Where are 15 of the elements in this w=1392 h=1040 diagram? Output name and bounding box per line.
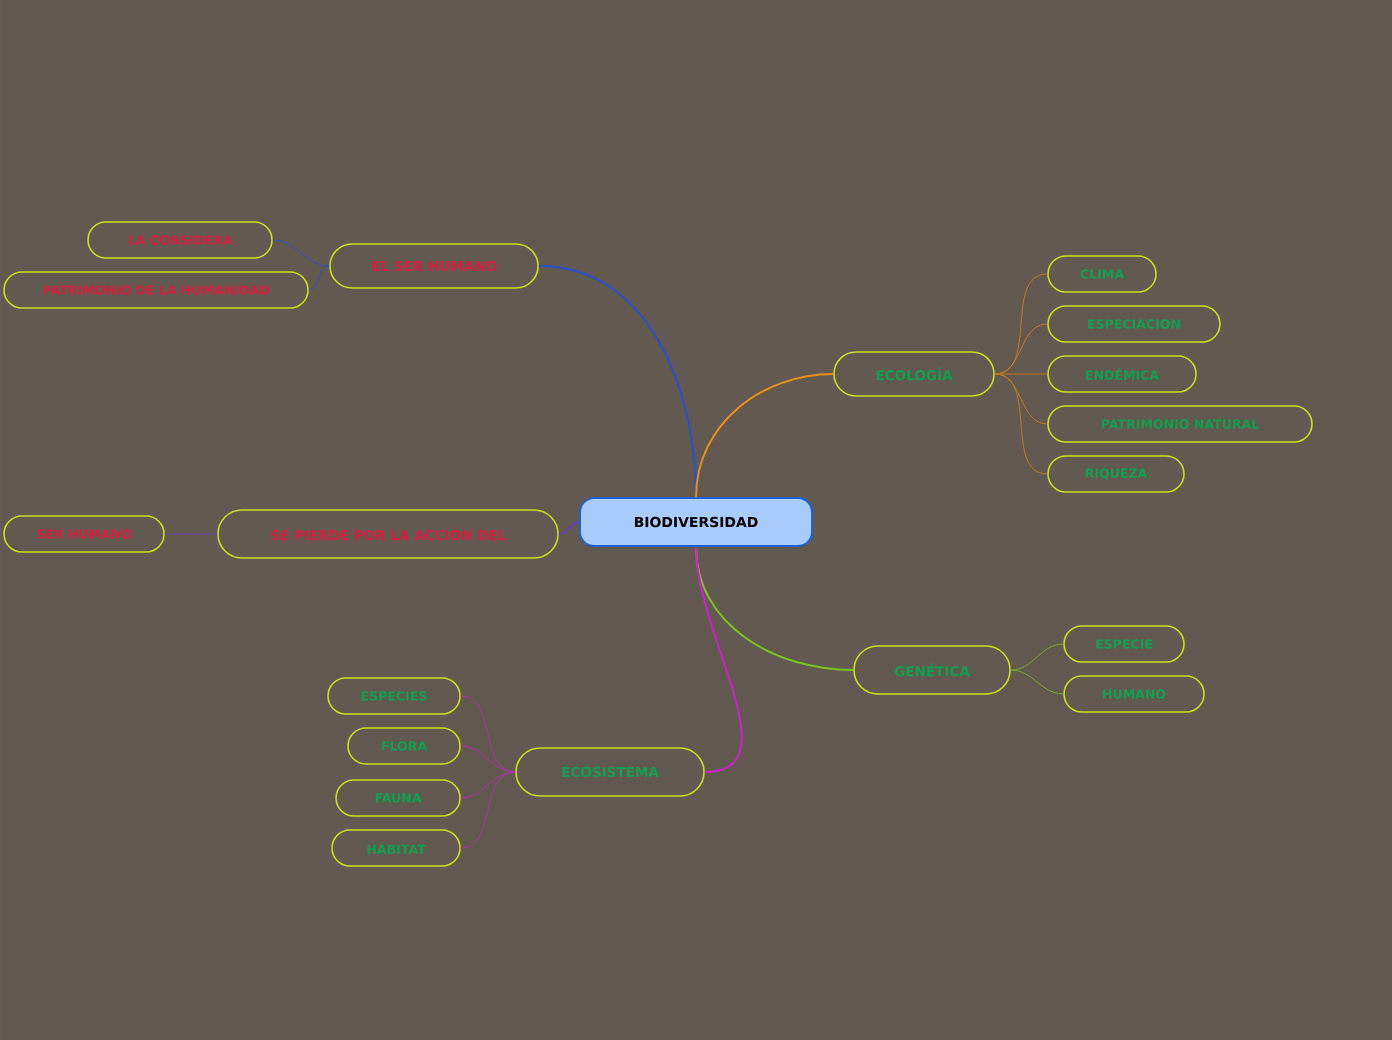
connector <box>994 323 1048 375</box>
connector <box>164 533 218 535</box>
connector <box>308 265 330 291</box>
connector <box>460 695 516 773</box>
connector <box>1010 643 1064 671</box>
connector <box>557 521 580 535</box>
connector <box>695 546 743 773</box>
connector <box>460 771 516 849</box>
connector <box>272 239 330 267</box>
connector <box>994 373 1048 475</box>
connector <box>1010 669 1064 695</box>
connector <box>994 373 1048 425</box>
connector <box>460 771 516 799</box>
connector <box>695 373 835 498</box>
connector <box>460 745 516 773</box>
